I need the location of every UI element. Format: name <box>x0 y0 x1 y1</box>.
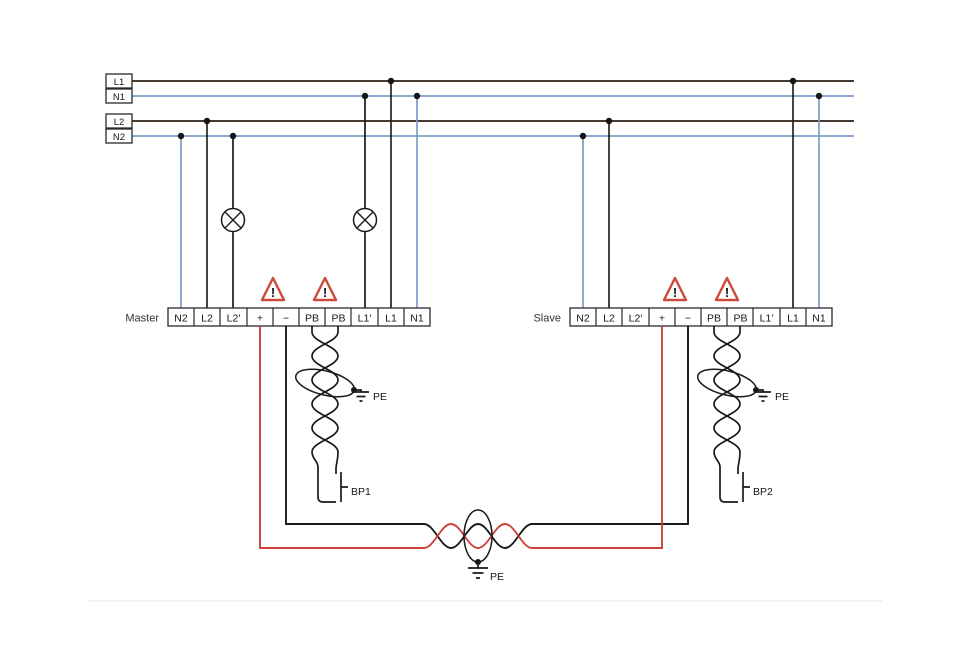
bus-label-box-N1 <box>105 88 133 104</box>
push-button-icon: BP1 <box>340 472 371 502</box>
junction-dot <box>177 132 185 140</box>
terminal-label: + <box>257 313 263 325</box>
terminal-label: L2′ <box>227 313 241 325</box>
terminal-label: N1 <box>812 313 826 325</box>
shield-ellipse <box>463 509 493 563</box>
lamp-cross <box>356 211 374 229</box>
junction-dot <box>361 92 369 100</box>
warning-exclamation: ! <box>271 285 275 300</box>
warning-exclamation: ! <box>323 285 327 300</box>
terminal-label: L2′ <box>629 313 643 325</box>
bus-label-box-L2 <box>105 113 133 129</box>
junction-dot <box>229 132 237 140</box>
warning-exclamation: ! <box>673 285 677 300</box>
terminal-label: L1′ <box>358 313 372 325</box>
terminal-label: − <box>283 313 289 325</box>
warning-triangle-icon: ! <box>662 276 688 302</box>
terminal-label: PB <box>733 313 747 325</box>
junction-dot <box>203 117 211 125</box>
push-button-icon: BP2 <box>742 472 773 502</box>
warning-triangle-icon: ! <box>312 276 338 302</box>
terminal-label: − <box>685 313 691 325</box>
slave-pb-circuit: PE BP2 <box>696 326 789 503</box>
cable-shield-icon <box>294 368 357 398</box>
master-cell-dividers <box>193 308 405 326</box>
slave-terminal-block: Slave N2 L2 L2′ + − PB PB L1′ L1 N1 <box>533 307 833 327</box>
push-button-contact <box>340 472 348 502</box>
lamp-icon <box>220 207 246 233</box>
master-supply-drops <box>180 81 418 308</box>
ground-symbol <box>755 389 771 402</box>
junction-dots <box>177 77 823 140</box>
pe-label: PE <box>775 391 789 403</box>
slave-label: Slave <box>533 313 561 325</box>
twisted-pair-icon <box>311 326 339 503</box>
bus-label-box-N2 <box>105 128 133 144</box>
slave-cell-dividers <box>595 308 807 326</box>
warning-outline <box>662 276 688 302</box>
pb-wire-b <box>713 326 741 503</box>
warning-outline <box>260 276 286 302</box>
indicator-lamps <box>220 207 378 233</box>
lamp-cross <box>224 211 242 229</box>
ground-symbol <box>353 389 369 402</box>
terminal-label: PB <box>331 313 345 325</box>
master-terminal-block: Master N2 L2 L2′ + − PB PB L1′ L1 N1 <box>125 307 431 327</box>
earth-ground-icon: PE <box>468 562 504 583</box>
pb-wire-a <box>713 326 741 474</box>
terminal-label: L1 <box>787 313 799 325</box>
terminal-label: PB <box>305 313 319 325</box>
terminal-label: L1 <box>385 313 397 325</box>
earth-ground-icon: PE <box>755 389 789 403</box>
slave-supply-drops <box>582 81 820 308</box>
pe-label: PE <box>490 571 504 583</box>
shield-ellipse <box>696 368 758 398</box>
terminal-label: PB <box>707 313 721 325</box>
terminal-label: N2 <box>174 313 188 325</box>
minus-wire-black <box>285 326 689 549</box>
terminal-label: L2 <box>603 313 615 325</box>
bus-lines: L1 N1 L2 N2 <box>105 73 854 144</box>
earth-ground-icon: PE <box>353 389 387 403</box>
pb-wire-a <box>311 326 339 474</box>
warning-exclamation: ! <box>725 285 729 300</box>
junction-dot <box>789 77 797 85</box>
ground-symbol <box>468 562 488 579</box>
lamp-icon <box>352 207 378 233</box>
warning-triangle-icon: ! <box>714 276 740 302</box>
terminal-label: L2 <box>201 313 213 325</box>
shield-ellipse <box>294 368 356 398</box>
junction-dot <box>387 77 395 85</box>
junction-dot <box>413 92 421 100</box>
bus-label-L1: L1 <box>114 77 125 88</box>
junction-dot <box>815 92 823 100</box>
bp2-label: BP2 <box>753 486 773 498</box>
master-pb-circuit: PE BP1 <box>294 326 387 503</box>
bus-label-L2: L2 <box>114 117 125 128</box>
twisted-pair-icon <box>713 326 741 503</box>
plus-wire-red <box>259 326 663 549</box>
bus-interconnect-wires: PE <box>259 326 689 583</box>
push-button-contact <box>742 472 750 502</box>
master-label: Master <box>125 313 159 325</box>
warning-outline <box>312 276 338 302</box>
cable-shield-icon <box>463 509 493 565</box>
cable-shield-icon <box>696 368 759 398</box>
warning-triangles: ! ! ! ! <box>260 276 740 302</box>
bp1-label: BP1 <box>351 486 371 498</box>
pb-wire-b <box>311 326 339 503</box>
warning-outline <box>714 276 740 302</box>
bus-label-N1: N1 <box>113 92 125 103</box>
terminal-label: N2 <box>576 313 590 325</box>
terminal-label: N1 <box>410 313 424 325</box>
junction-dot <box>605 117 613 125</box>
warning-triangle-icon: ! <box>260 276 286 302</box>
bus-label-box-L1 <box>105 73 133 89</box>
terminal-label: L1′ <box>760 313 774 325</box>
junction-dot <box>579 132 587 140</box>
pe-label: PE <box>373 391 387 403</box>
terminal-label: + <box>659 313 665 325</box>
bus-label-N2: N2 <box>113 132 125 143</box>
